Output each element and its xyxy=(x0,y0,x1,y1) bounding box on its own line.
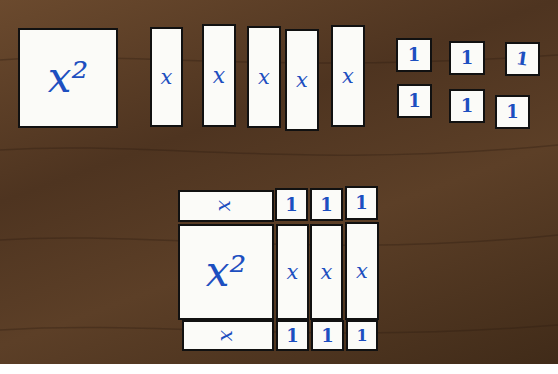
unit-tile: 1 xyxy=(310,188,343,221)
x-tile: x xyxy=(331,25,365,127)
unit-tile: 1 xyxy=(276,320,309,351)
tile-label: 1 xyxy=(320,196,333,214)
unit-tile: 1 xyxy=(495,95,530,129)
tile-label: x xyxy=(213,65,225,87)
tile-label: 1 xyxy=(461,97,474,115)
unit-tile: 1 xyxy=(449,41,485,75)
tile-label: 1 xyxy=(356,328,367,344)
x-tile: x xyxy=(345,222,379,320)
tile-label: x xyxy=(258,67,270,88)
x-tile: x xyxy=(310,224,343,320)
tile-label: 1 xyxy=(461,49,474,67)
tile-label: 1 xyxy=(285,196,298,214)
x-squared-tile: x² xyxy=(178,224,274,320)
tile-label: x² xyxy=(48,57,89,99)
x-tile: x xyxy=(150,27,183,127)
tile-label: x xyxy=(216,200,236,211)
tile-label: 1 xyxy=(286,327,299,345)
x-tile: x xyxy=(247,26,281,128)
unit-tile: 1 xyxy=(345,186,378,220)
tile-label: x xyxy=(161,67,173,88)
x-tile: x xyxy=(202,24,236,127)
tile-label: x² xyxy=(206,251,247,293)
x-tile: x xyxy=(178,190,274,222)
tile-label: x xyxy=(287,262,299,283)
tile-label: 1 xyxy=(355,194,368,212)
tile-label: 1 xyxy=(515,49,530,69)
unit-tile: 1 xyxy=(505,42,540,76)
unit-tile: 1 xyxy=(311,320,344,351)
x-tile: x xyxy=(276,224,309,320)
unit-tile: 1 xyxy=(396,38,432,72)
unit-tile: 1 xyxy=(275,188,308,221)
tile-label: x xyxy=(342,66,354,87)
x-squared-tile: x² xyxy=(18,28,118,128)
unit-tile: 1 xyxy=(449,89,485,123)
tile-label: 1 xyxy=(506,103,519,121)
tile-label: x xyxy=(356,261,368,282)
tile-label: 1 xyxy=(408,92,421,110)
x-tile: x xyxy=(285,29,319,131)
tile-label: x xyxy=(218,330,238,341)
tile-label: 1 xyxy=(321,327,334,345)
tile-label: x xyxy=(321,262,333,283)
tile-label: x xyxy=(296,70,308,91)
unit-tile: 1 xyxy=(397,84,432,118)
x-tile: x xyxy=(182,320,274,351)
unit-tile: 1 xyxy=(346,320,378,351)
tile-label: 1 xyxy=(408,46,421,64)
